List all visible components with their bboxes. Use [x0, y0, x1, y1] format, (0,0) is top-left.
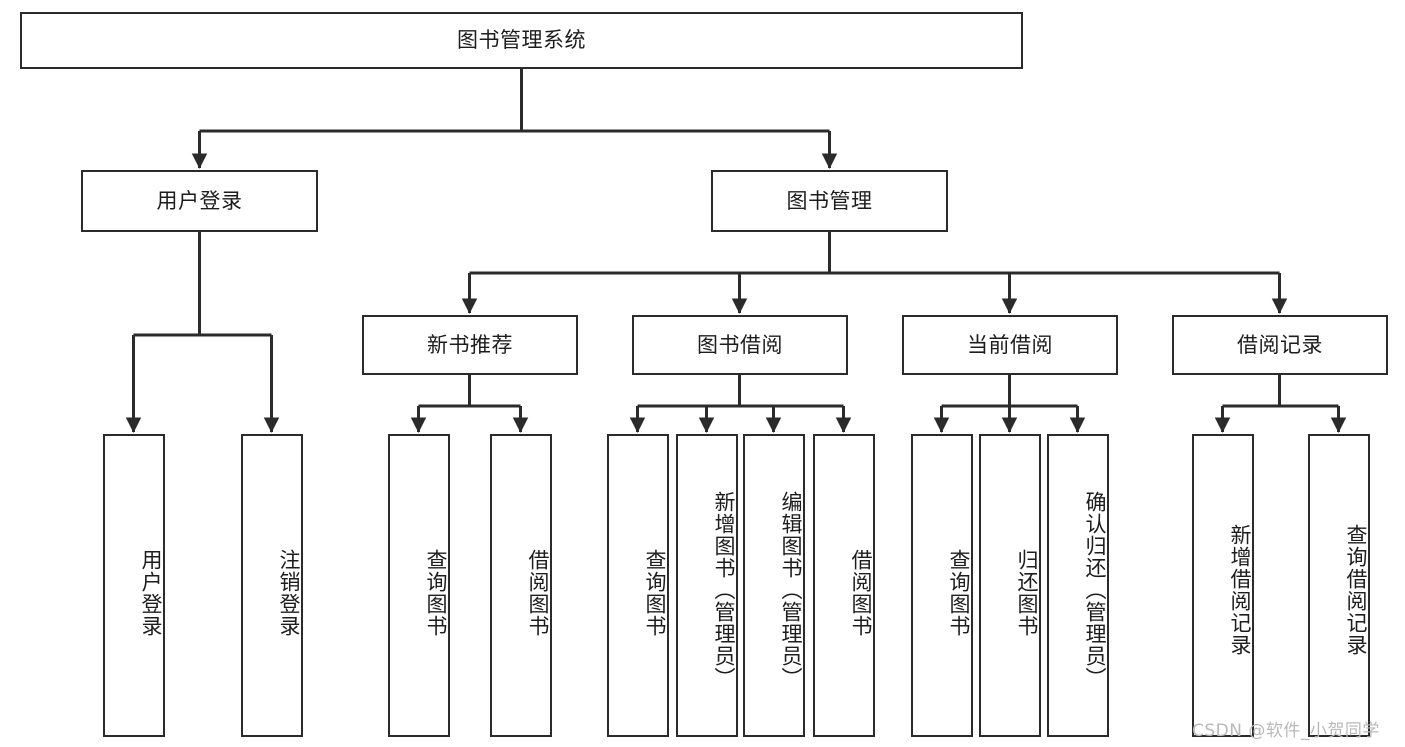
- node-leaf-add-record-label: 新增借阅记录: [1228, 523, 1252, 656]
- node-leaf-confirm-return[interactable]: 确认归还（管理员）: [1047, 434, 1109, 737]
- node-new-book-rec-label: 新书推荐: [427, 332, 513, 357]
- node-borrow-record-label: 借阅记录: [1237, 332, 1323, 357]
- node-leaf-confirm-return-label: 确认归还（管理员）: [1083, 490, 1107, 689]
- node-leaf-borrow-book-2[interactable]: 借阅图书: [813, 434, 875, 737]
- node-book-manage[interactable]: 图书管理: [711, 170, 948, 232]
- node-leaf-return-book[interactable]: 归还图书: [979, 434, 1041, 737]
- node-leaf-user-logout[interactable]: 注销登录: [241, 434, 303, 737]
- node-leaf-add-book-label: 新增图书（管理员）: [712, 490, 736, 689]
- node-leaf-query-book-1-label: 查询图书: [424, 548, 448, 637]
- node-leaf-query-record[interactable]: 查询借阅记录: [1308, 434, 1370, 737]
- node-leaf-query-book-3[interactable]: 查询图书: [911, 434, 973, 737]
- node-leaf-query-book-3-label: 查询图书: [947, 548, 971, 637]
- node-leaf-add-record[interactable]: 新增借阅记录: [1192, 434, 1254, 737]
- node-leaf-query-book-2[interactable]: 查询图书: [607, 434, 669, 737]
- node-leaf-user-logout-label: 注销登录: [277, 548, 301, 637]
- node-leaf-user-login[interactable]: 用户登录: [103, 434, 165, 737]
- node-root-label: 图书管理系统: [457, 28, 586, 53]
- node-new-book-rec[interactable]: 新书推荐: [362, 315, 578, 375]
- node-borrow-record[interactable]: 借阅记录: [1172, 315, 1388, 375]
- node-current-borrow[interactable]: 当前借阅: [902, 315, 1118, 375]
- node-book-manage-label: 图书管理: [786, 188, 873, 213]
- node-leaf-return-book-label: 归还图书: [1015, 548, 1039, 637]
- node-book-borrow-label: 图书借阅: [697, 332, 783, 357]
- node-leaf-edit-book[interactable]: 编辑图书（管理员）: [743, 434, 805, 737]
- node-leaf-query-record-label: 查询借阅记录: [1344, 523, 1368, 656]
- node-book-borrow[interactable]: 图书借阅: [632, 315, 848, 375]
- node-leaf-query-book-2-label: 查询图书: [643, 548, 667, 637]
- node-leaf-borrow-book-2-label: 借阅图书: [849, 548, 873, 637]
- node-root[interactable]: 图书管理系统: [20, 12, 1023, 69]
- node-leaf-edit-book-label: 编辑图书（管理员）: [779, 490, 803, 689]
- node-current-borrow-label: 当前借阅: [967, 332, 1053, 357]
- node-leaf-borrow-book-1[interactable]: 借阅图书: [490, 434, 552, 737]
- node-leaf-borrow-book-1-label: 借阅图书: [526, 548, 550, 637]
- node-user-login[interactable]: 用户登录: [81, 170, 318, 232]
- node-leaf-user-login-label: 用户登录: [139, 548, 163, 637]
- csdn-watermark: CSDN @软件_小贺同学: [1192, 721, 1380, 741]
- node-leaf-query-book-1[interactable]: 查询图书: [388, 434, 450, 737]
- node-leaf-add-book[interactable]: 新增图书（管理员）: [676, 434, 738, 737]
- node-user-login-label: 用户登录: [156, 188, 243, 213]
